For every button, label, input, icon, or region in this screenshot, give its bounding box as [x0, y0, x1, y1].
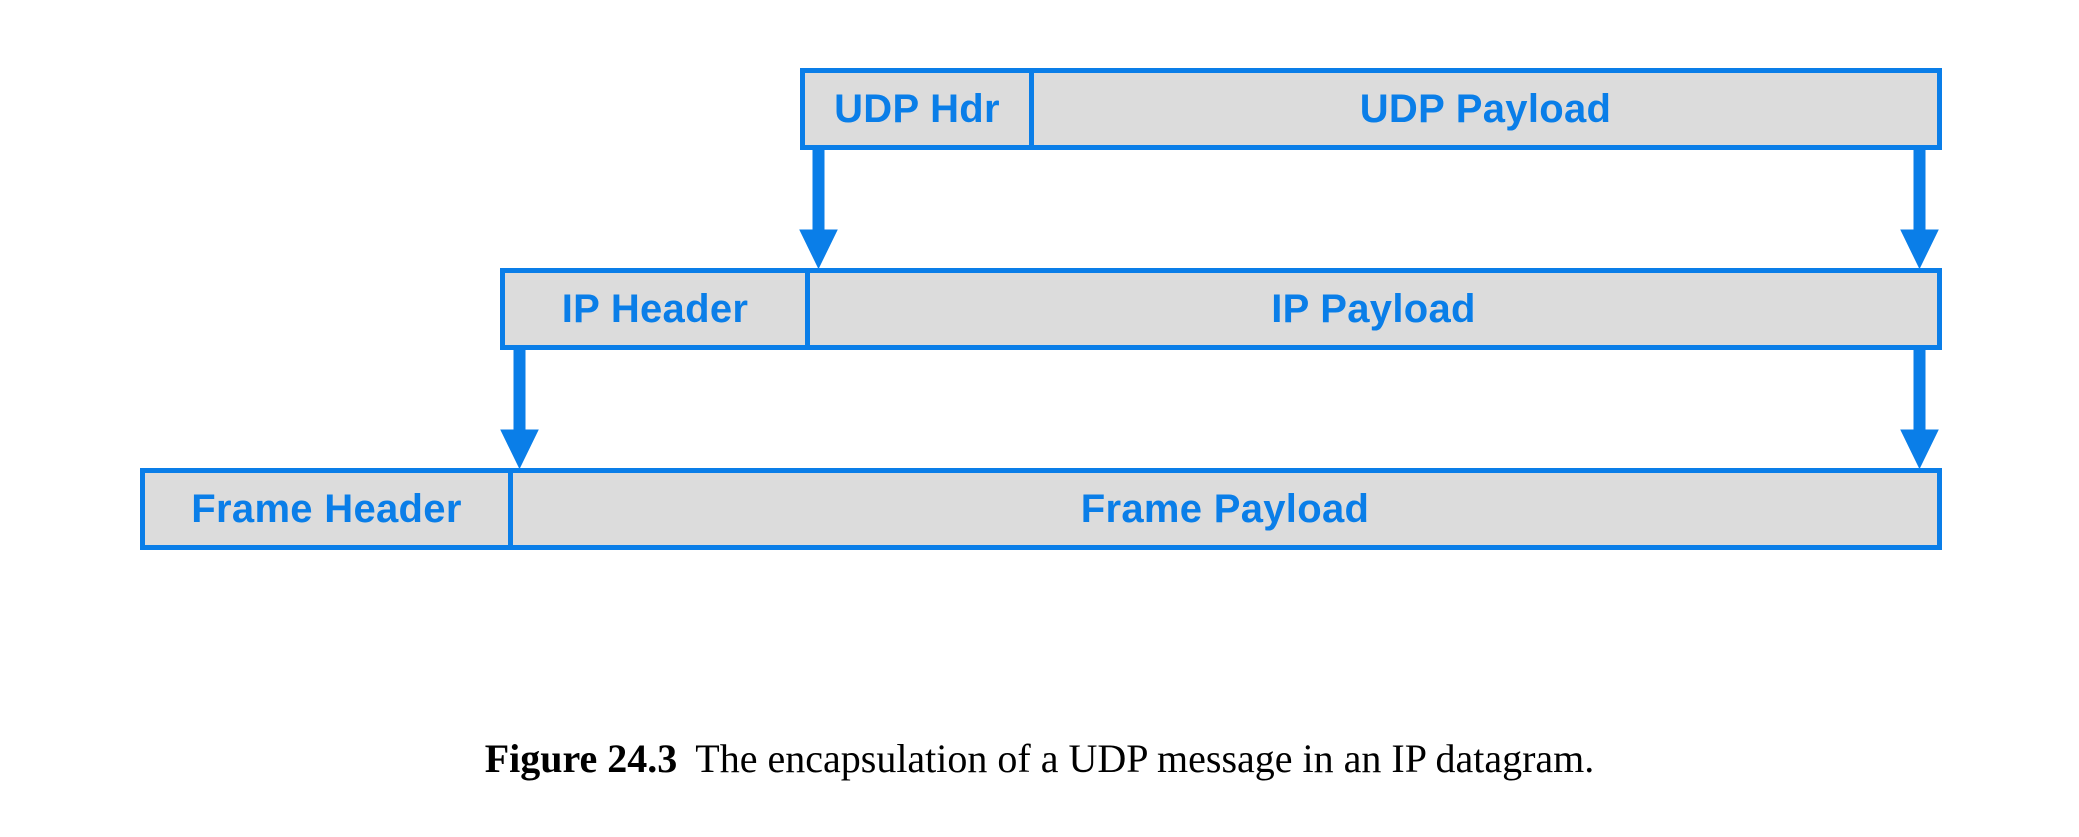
arrow-udp-left-to-ip [799, 149, 838, 270]
figure-number-label: Figure 24.3 [484, 736, 678, 781]
udp-header-cell: UDP Hdr [805, 73, 1034, 145]
ip-header-cell: IP Header [505, 273, 810, 345]
arrow-ip-left-to-frame [500, 349, 539, 470]
arrow-ip-right-to-frame [1900, 349, 1939, 470]
udp-row: UDP Hdr UDP Payload [800, 68, 1942, 150]
frame-row: Frame Header Frame Payload [140, 468, 1942, 550]
frame-payload-cell: Frame Payload [1080, 486, 1370, 531]
udp-payload-cell: UDP Payload [1359, 86, 1612, 131]
ip-payload-cell: IP Payload [1271, 286, 1476, 331]
figure-caption-text: The encapsulation of a UDP message in an… [695, 736, 1595, 781]
ip-row: IP Header IP Payload [500, 268, 1942, 350]
arrow-udp-right-to-ip [1900, 149, 1939, 270]
figure-caption: Figure 24.3 The encapsulation of a UDP me… [0, 735, 2079, 782]
encapsulation-diagram: UDP Hdr UDP Payload IP Header IP Payload… [140, 68, 1942, 550]
frame-header-cell: Frame Header [145, 473, 513, 545]
